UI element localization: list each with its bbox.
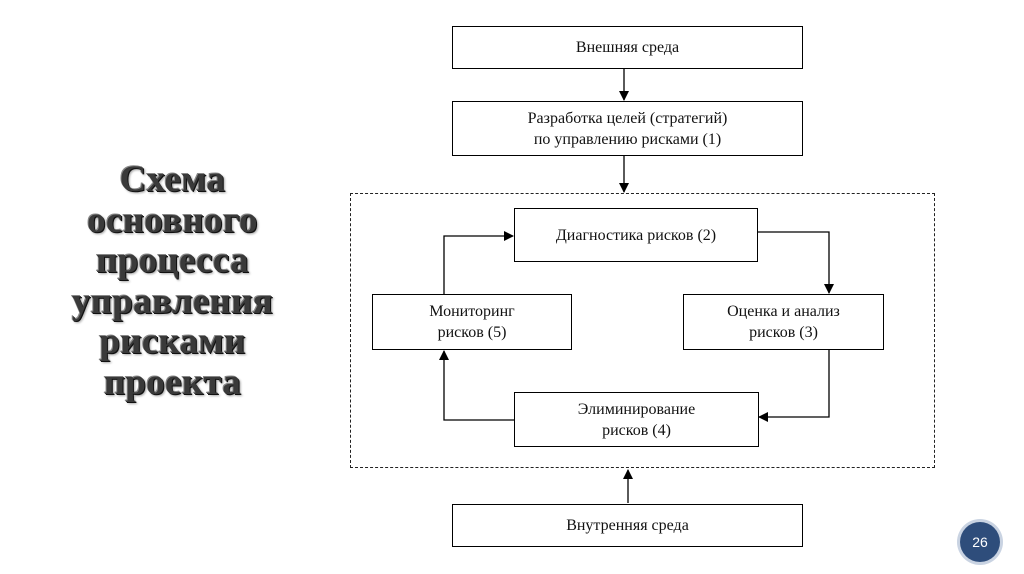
box-label: Элиминирование (577, 400, 696, 418)
page-number-badge: 26 (960, 522, 1000, 562)
box-external-environment: Внешняя среда (452, 26, 803, 69)
arrow-elimination-to-monitoring (439, 350, 514, 421)
title-line: основного (87, 199, 258, 241)
slide-title: Схема основного процесса управления риск… (30, 159, 315, 403)
box-risk-monitoring: Мониторинг рисков (5) (372, 294, 572, 350)
title-line: процесса (96, 240, 249, 281)
process-cycle-region (350, 193, 935, 468)
title-line: управления (71, 280, 274, 322)
box-label: рисков (4) (602, 421, 671, 439)
box-internal-environment: Внутренняя среда (452, 504, 803, 547)
arrow-assessment-to-elimination (758, 350, 830, 422)
title-line: Схема (119, 159, 226, 200)
page-number: 26 (972, 534, 988, 550)
title-line: рисками (99, 321, 246, 362)
box-label: Внешняя среда (575, 39, 680, 56)
box-label: Оценка и анализ (727, 303, 840, 320)
box-label: Внутренняя среда (566, 517, 689, 534)
box-risk-diagnostics: Диагностика рисков (2) (514, 208, 758, 262)
box-label: рисков (5) (437, 324, 507, 341)
box-risk-elimination: Элиминирование рисков (4) (514, 392, 759, 447)
title-line: проекта (103, 361, 242, 403)
box-label: рисков (3) (749, 324, 818, 341)
arrow-monitoring-to-diagnostics (443, 231, 514, 294)
box-risk-assessment: Оценка и анализ рисков (3) (683, 294, 884, 350)
box-label: Разработка целей (стратегий) (527, 109, 728, 127)
box-label: Мониторинг (429, 303, 515, 320)
arrow-diagnostics-to-assessment (758, 231, 834, 294)
box-risk-goals: Разработка целей (стратегий) по управлен… (452, 101, 803, 156)
box-label: по управлению рисками (1) (533, 130, 722, 148)
box-label: Диагностика рисков (2) (555, 226, 717, 244)
